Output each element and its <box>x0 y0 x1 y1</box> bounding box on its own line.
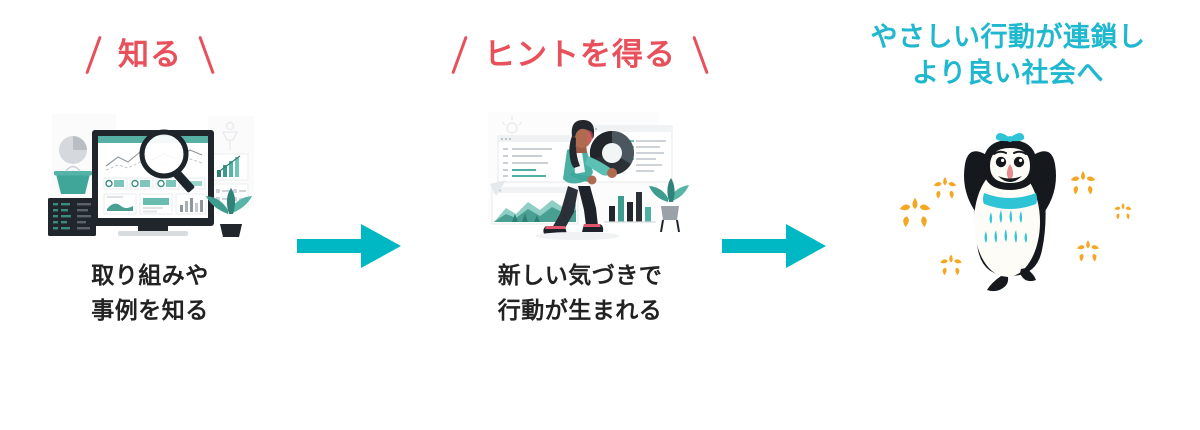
step-1-heading: 知る <box>85 35 215 75</box>
step-1-heading-wrap: 知る <box>10 0 290 110</box>
potted-plant-icon <box>206 188 252 237</box>
step-1-know: 知る <box>10 0 290 327</box>
penguin-character <box>964 132 1056 292</box>
step-3-better-society: やさしい行動が連鎖し より良い社会へ <box>858 0 1158 319</box>
bottom-cards <box>103 193 207 215</box>
step-1-heading-text: 知る <box>118 36 182 72</box>
step-2-illustration <box>460 110 700 240</box>
analytics-dashboard-illustration <box>48 114 254 237</box>
paper-plane-icon <box>490 180 506 196</box>
slash-left-decoration <box>85 35 102 75</box>
arrow-right-icon-2 <box>722 224 826 268</box>
belly-dashes <box>984 210 1027 243</box>
bow-icon <box>995 132 1025 142</box>
arrow-right-icon-1 <box>297 224 401 268</box>
shopping-basket-icon <box>54 165 92 194</box>
step-2-get-hint: ヒントを得る <box>440 0 720 327</box>
server-rack-icon <box>48 198 96 236</box>
step-2-caption-line1: 新しい気づきで <box>497 262 663 288</box>
step-1-caption-line1: 取り組みや <box>91 262 209 288</box>
step-1-caption: 取り組みや 事例を知る <box>91 258 209 327</box>
penguin-with-flowers-illustration <box>899 132 1132 292</box>
step-3-illustration <box>883 104 1133 319</box>
spark-icon <box>501 116 523 134</box>
step-1-caption-line2: 事例を知る <box>91 296 209 323</box>
arrow-cell-2 <box>720 0 830 274</box>
bar-chart-card-icon <box>211 153 249 181</box>
step-2-heading-text: ヒントを得る <box>484 36 676 72</box>
step-1-illustration <box>30 110 270 240</box>
slash-left-decoration <box>451 35 468 75</box>
arrow-cell-1 <box>290 0 410 274</box>
step-3-heading-line1: やさしい行動が連鎖し <box>870 21 1146 52</box>
step-2-heading-wrap: ヒントを得る <box>440 0 720 110</box>
flower-icon <box>899 171 1132 276</box>
potted-plant-icon <box>649 178 689 233</box>
kpi-tiles <box>103 177 206 190</box>
magnifier-icon <box>139 129 195 193</box>
lamp-icon <box>221 121 239 150</box>
step-3-heading-line2: より良い社会へ <box>912 58 1104 88</box>
step-3-heading-wrap: やさしい行動が連鎖し より良い社会へ <box>858 0 1158 110</box>
step-2-caption: 新しい気づきで 行動が生まれる <box>498 258 663 327</box>
slash-right-decoration <box>692 35 709 75</box>
slash-right-decoration <box>198 35 215 75</box>
person-walking <box>536 120 620 240</box>
step-2-caption-line2: 行動が生まれる <box>497 296 663 323</box>
pie-chart-icon <box>59 136 87 164</box>
step-3-heading: やさしい行動が連鎖し より良い社会へ <box>871 19 1146 92</box>
person-with-dashboards-illustration <box>488 112 689 240</box>
bar-chart-icon <box>604 192 656 223</box>
step-2-heading: ヒントを得る <box>451 35 709 75</box>
